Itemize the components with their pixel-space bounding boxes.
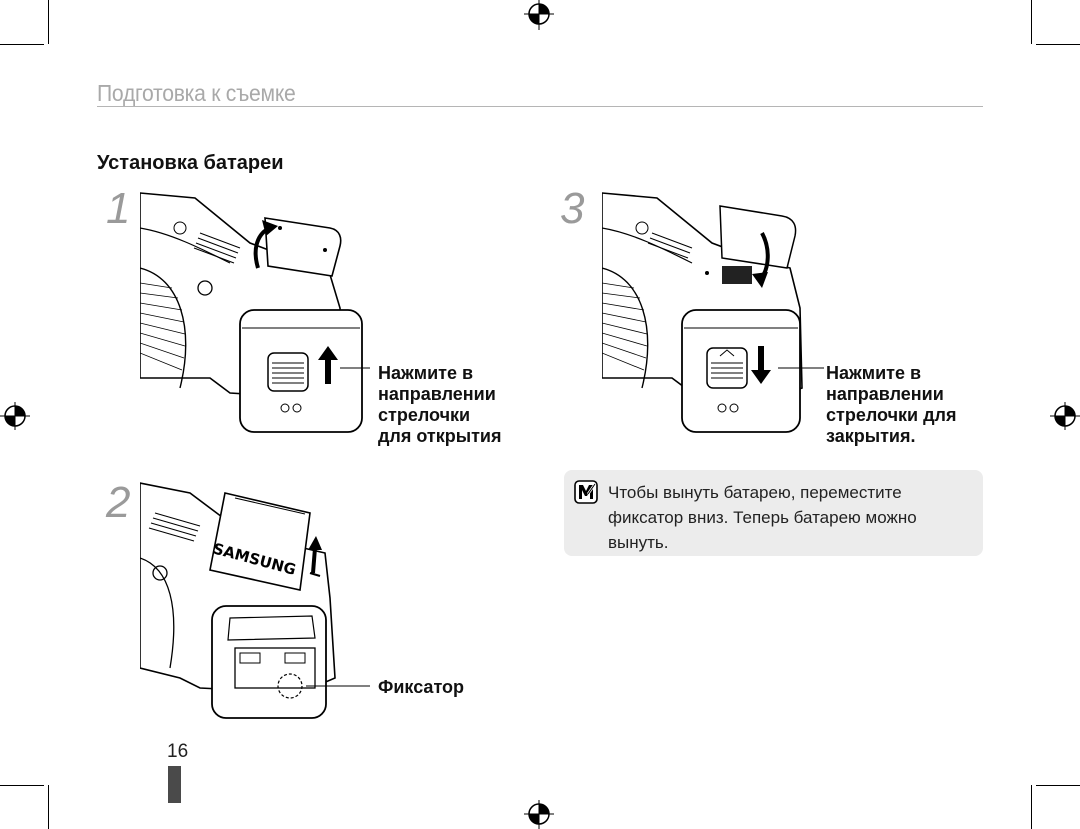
- illustration-close-battery-cover: [602, 192, 824, 433]
- caption-line: для открытия: [378, 426, 502, 446]
- illustration-insert-battery: SAMSUNG: [140, 482, 370, 719]
- note-box: [564, 470, 983, 556]
- crop-mark: [1036, 44, 1080, 45]
- caption-line: Фиксатор: [378, 677, 465, 697]
- page-number: 16: [167, 741, 189, 762]
- crop-mark: [48, 0, 49, 44]
- crop-mark: [1031, 0, 1032, 44]
- registration-mark-left: [0, 402, 30, 430]
- registration-mark-top: [524, 0, 554, 30]
- crop-mark: [0, 44, 44, 45]
- step-number-1: 1: [106, 184, 131, 233]
- step-2-caption: Фиксатор: [378, 677, 464, 698]
- caption-line: Нажмите в: [826, 363, 922, 383]
- step-3-caption: Нажмите в направлении стрелочки для закр…: [826, 363, 956, 447]
- note-icon: [574, 480, 598, 504]
- caption-line: закрытия.: [826, 426, 916, 446]
- page-tab-marker: [168, 766, 181, 803]
- crop-mark: [1036, 785, 1080, 786]
- caption-line: направлении: [826, 384, 944, 404]
- step-number-2: 2: [106, 478, 131, 527]
- caption-line: Нажмите в: [378, 363, 474, 383]
- note-line: фиксатор вниз. Теперь батарею можно: [608, 508, 917, 527]
- crop-mark: [48, 785, 49, 829]
- illustration-open-battery-cover: [140, 192, 370, 433]
- page-header-title: Подготовка к съемке: [97, 80, 296, 106]
- header-divider: [97, 106, 983, 107]
- step-1-caption: Нажмите в направлении стрелочки для откр…: [378, 363, 502, 447]
- registration-mark-bottom: [524, 800, 554, 829]
- registration-mark-right: [1050, 402, 1080, 430]
- caption-line: направлении: [378, 384, 496, 404]
- note-line: вынуть.: [608, 533, 669, 552]
- note-line: Чтобы вынуть батарею, переместите: [608, 483, 902, 502]
- note-text: Чтобы вынуть батарею, переместите фиксат…: [608, 480, 917, 555]
- section-title: Установка батареи: [97, 152, 284, 174]
- caption-line: стрелочки: [378, 405, 471, 425]
- crop-mark: [0, 785, 44, 786]
- step-number-3: 3: [560, 184, 585, 233]
- crop-mark: [1031, 785, 1032, 829]
- caption-line: стрелочки для: [826, 405, 957, 425]
